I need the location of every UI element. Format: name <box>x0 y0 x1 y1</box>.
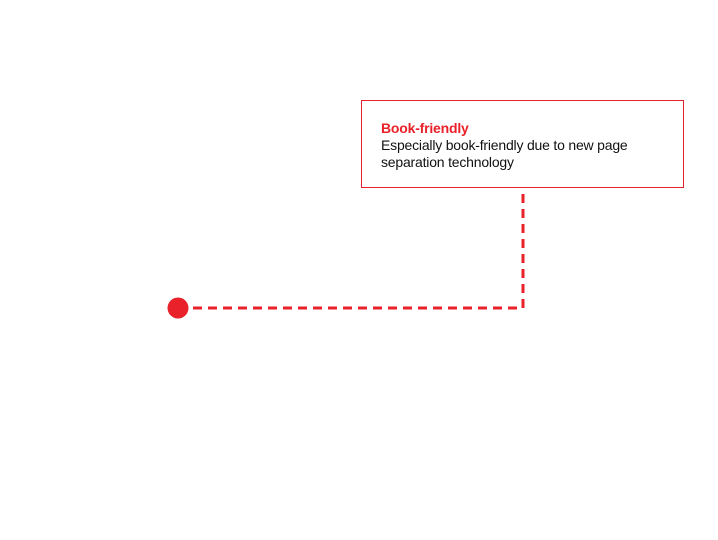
callout-title: Book-friendly <box>381 120 469 136</box>
hotspot-dot-icon[interactable] <box>167 297 189 319</box>
connector-dashed-line <box>178 189 525 310</box>
feature-callout: Book-friendly Especially book-friendly d… <box>361 100 684 188</box>
callout-description: Especially book-friendly due to new page… <box>381 137 628 170</box>
